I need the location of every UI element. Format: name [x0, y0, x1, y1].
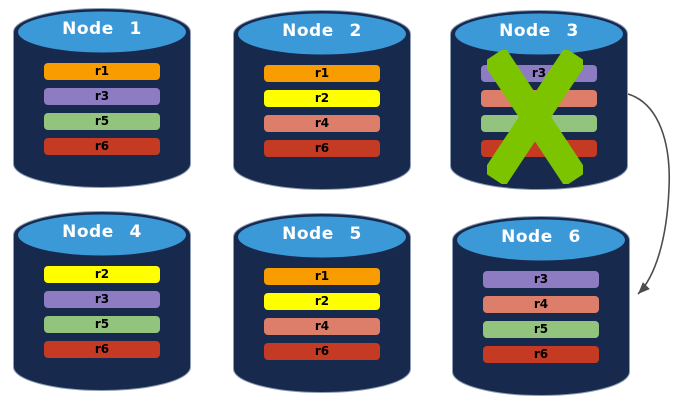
replica-rows: r2 r3 r5 r6 [44, 266, 160, 366]
replica-label: r6 [94, 139, 110, 153]
replica-row: r1 [264, 268, 380, 285]
replica-row: r5 [44, 113, 160, 130]
replica-row: r6 [44, 138, 160, 155]
replica-row: r3 [44, 88, 160, 105]
replica-row: r4 [483, 296, 599, 313]
replica-row: r3 [483, 271, 599, 288]
replica-label: r3 [94, 292, 110, 306]
replica-row: r6 [483, 346, 599, 363]
replica-label: r2 [314, 294, 330, 308]
replica-row: r3 [44, 291, 160, 308]
replica-rows: r1 r2 r4 r6 [264, 268, 380, 368]
replica-row: r5 [483, 321, 599, 338]
node-2: Node 2 r1 r2 r4 r6 [233, 10, 411, 190]
replica-rows: r1 r2 r4 r6 [264, 65, 380, 165]
replica-label: r4 [314, 116, 330, 130]
replica-row: r6 [264, 140, 380, 157]
failure-x-icon [487, 50, 583, 184]
failover-arrow-path [627, 93, 671, 295]
node-1: Node 1 r1 r3 r5 r6 [13, 8, 191, 188]
node-title: Node 5 [282, 224, 362, 244]
node-4: Node 4 r2 r3 r5 r6 [13, 211, 191, 391]
node-3: Node 3 r3 [450, 10, 628, 190]
replica-label: r6 [314, 141, 330, 155]
replica-label: r1 [314, 269, 330, 283]
replica-label: r6 [94, 342, 110, 356]
replica-label: r3 [94, 89, 110, 103]
replica-row: r1 [264, 65, 380, 82]
replica-label: r5 [94, 114, 110, 128]
replica-label: r1 [94, 64, 110, 78]
node-6: Node 6 r3 r4 r5 r6 [452, 216, 630, 396]
replica-row: r4 [264, 115, 380, 132]
replica-rows: r3 r4 r5 r6 [483, 271, 599, 371]
replica-label: r3 [533, 272, 549, 286]
replica-label: r5 [533, 322, 549, 336]
node-title: Node 2 [282, 21, 362, 41]
replica-label: r1 [314, 66, 330, 80]
replica-label: r6 [533, 347, 549, 361]
replica-row: r1 [44, 63, 160, 80]
replica-row: r2 [44, 266, 160, 283]
replica-label: r4 [314, 319, 330, 333]
replica-label: r4 [533, 297, 549, 311]
node-title: Node 1 [62, 19, 142, 39]
replica-row: r4 [264, 318, 380, 335]
replica-row: r6 [264, 343, 380, 360]
node-title: Node 6 [501, 227, 581, 247]
replica-rows: r1 r3 r5 r6 [44, 63, 160, 163]
node-5: Node 5 r1 r2 r4 r6 [233, 213, 411, 393]
replica-label: r2 [94, 267, 110, 281]
node-title: Node 3 [499, 21, 579, 41]
node-title: Node 4 [62, 222, 142, 242]
replica-label: r3 [531, 66, 547, 80]
replica-label: r2 [314, 91, 330, 105]
replica-label: r6 [314, 344, 330, 358]
replica-label: r5 [94, 317, 110, 331]
replica-row: r2 [264, 293, 380, 310]
replica-row: r2 [264, 90, 380, 107]
replica-row: r6 [44, 341, 160, 358]
replica-row: r5 [44, 316, 160, 333]
